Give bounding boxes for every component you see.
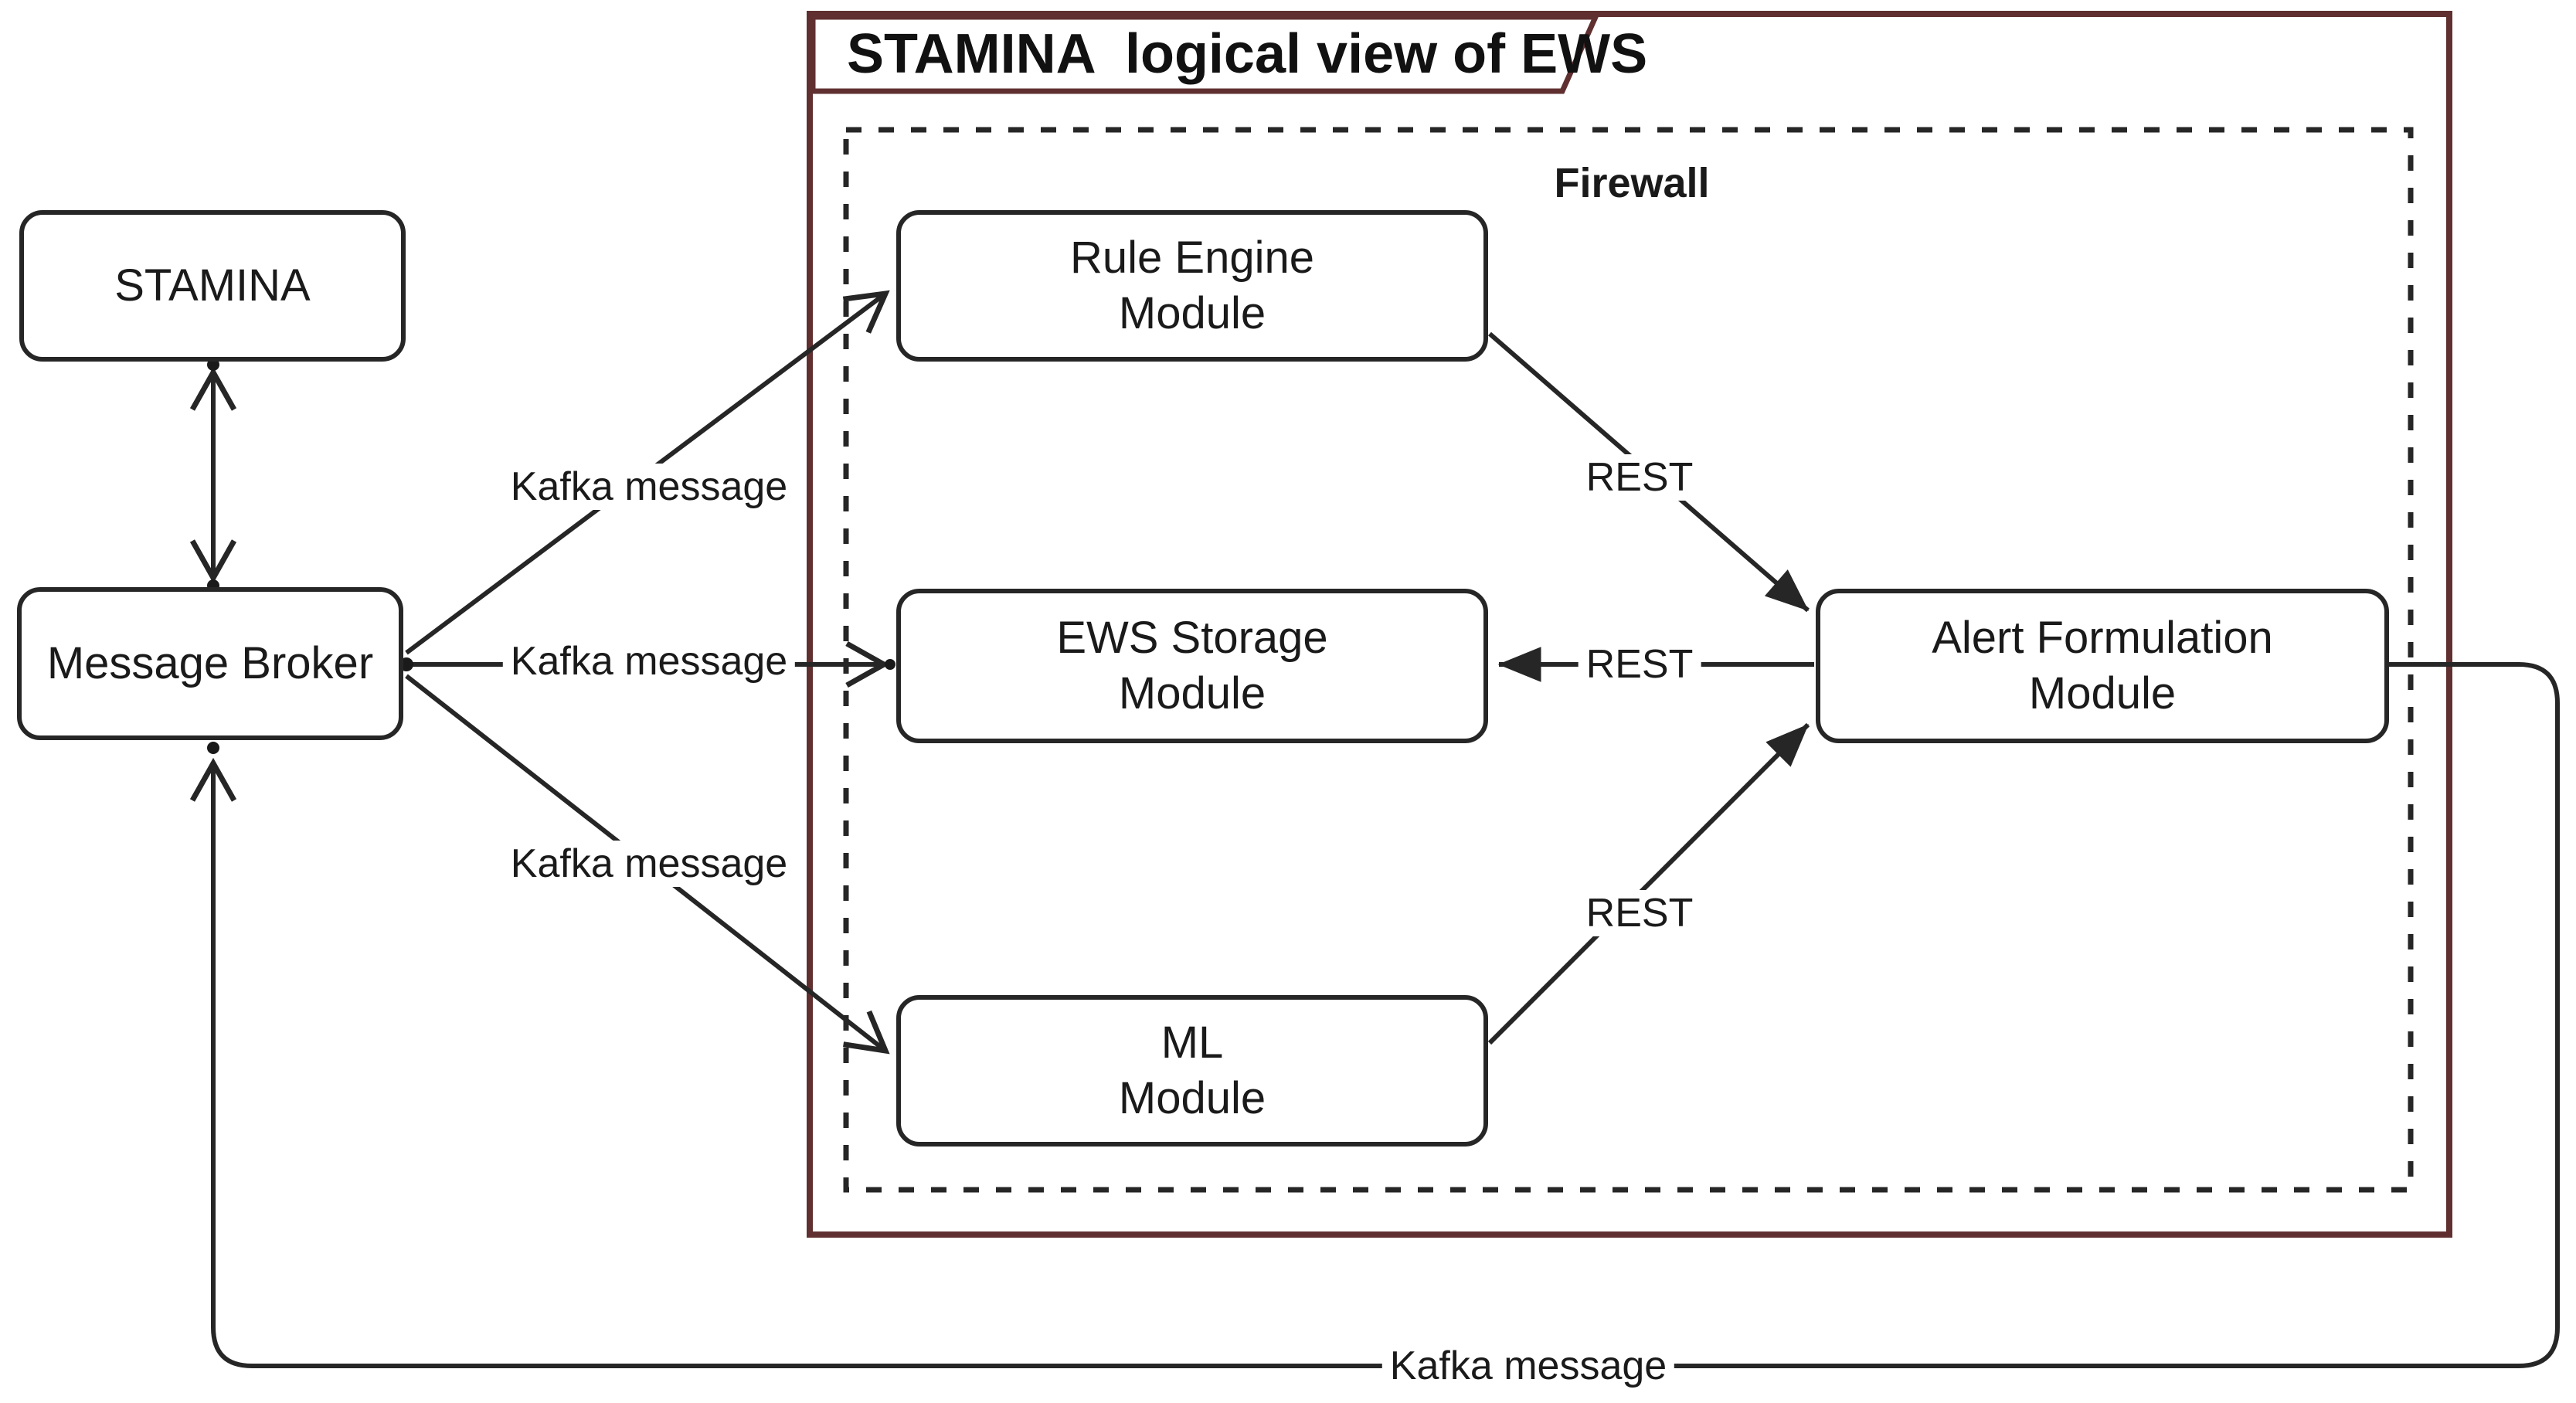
frame-title: STAMINA logical view of EWS: [847, 23, 1648, 85]
node-rule-engine-module: Rule Engine Module: [896, 210, 1488, 362]
edge-label-kafka-to-ml: Kafka message: [502, 841, 796, 887]
node-ews-storage-module: EWS Storage Module: [896, 589, 1488, 743]
frame-title-tab: [810, 14, 1600, 94]
edge-kafka-alert-to-broker-return: [189, 662, 2560, 1368]
edge-label-kafka-to-rule-engine: Kafka message: [502, 464, 796, 510]
node-message-broker: Message Broker: [17, 587, 403, 740]
node-ml-module: ML Module: [896, 995, 1488, 1147]
edge-label-kafka-to-ews-storage: Kafka message: [502, 638, 796, 685]
node-alert-formulation-module: Alert Formulation Module: [1816, 589, 2389, 743]
connection-dot-ews-left: [885, 659, 895, 670]
connection-dot-stamina-bottom: [207, 358, 219, 371]
edge-label-rest-alert-to-storage: REST: [1578, 641, 1701, 688]
edge-label-rest-ml-to-alert: REST: [1578, 890, 1701, 936]
system-boundary-frame: [807, 11, 2452, 1238]
connection-dot-broker-bottom: [207, 742, 219, 754]
node-stamina: STAMINA: [19, 210, 406, 362]
edge-label-kafka-return: Kafka message: [1381, 1343, 1675, 1389]
edge-label-rest-rule-to-alert: REST: [1578, 454, 1701, 501]
firewall-label: Firewall: [1548, 161, 1716, 206]
edge-rest-ml-to-alert: [1487, 722, 1810, 1045]
